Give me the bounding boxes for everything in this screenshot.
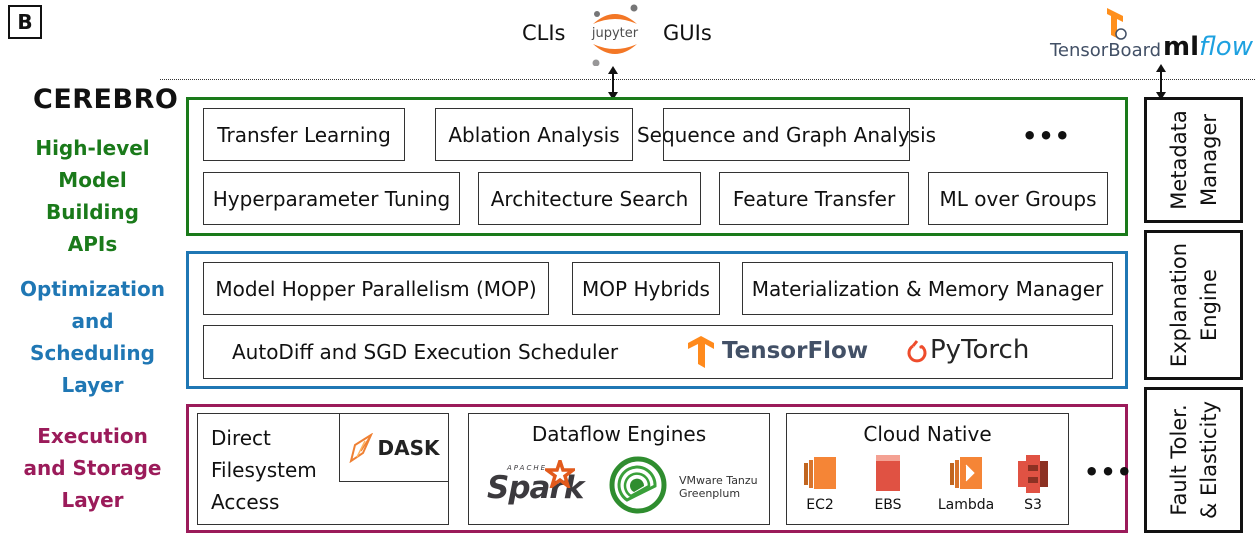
lambda-icon [950,457,982,489]
label-line: and Storage [23,456,162,480]
label-line: Access [211,490,280,514]
label-line: APIs [67,232,118,256]
optimization-layer [186,251,1128,389]
jupyter-text: jupyter [591,26,639,41]
direct-fs-label: Direct Filesystem Access [211,422,317,518]
spark-logo: APACHE Spark [485,460,585,512]
fault-tolerance-elasticity[interactable]: Fault Toler. & Elasticity [1144,387,1243,533]
mlflow-ml: ml [1163,32,1200,62]
metadata-manager-label: Metadata Manager [1164,110,1224,209]
api-feature-transfer[interactable]: Feature Transfer [719,172,909,225]
ec2-icon [804,457,836,489]
spark-text: Spark [487,470,584,506]
system-name: CEREBRO [33,84,179,115]
label-line: Model Building [46,168,139,224]
label-line: Greenplum [679,487,741,500]
lambda-label: Lambda [937,497,995,513]
mlflow-arrow [1156,64,1166,100]
jupyter-logo: jupyter [585,2,645,67]
api-transfer-learning[interactable]: Transfer Learning [203,108,405,161]
opt-materialization-memory-manager[interactable]: Materialization & Memory Manager [742,262,1113,315]
jupyter-icon [592,4,638,67]
spark-apache-text: APACHE [507,464,548,472]
dask-icon [348,432,373,463]
explanation-engine-label: Explanation Engine [1164,243,1224,367]
fault-tolerance-label: Fault Toler. & Elasticity [1164,401,1224,519]
label-line: & Elasticity [1196,400,1221,520]
label-line: Fault Toler. [1166,404,1191,516]
execution-layer [186,404,1128,533]
s3-icon [1018,455,1048,493]
dataflow-engines-box[interactable]: Dataflow Engines APACHE Spark VMware Tan… [468,413,770,525]
label-line: Execution [37,424,148,448]
opt-mop-hybrids[interactable]: MOP Hybrids [572,262,720,315]
cloud-title: Cloud Native [863,422,992,446]
high-level-layer [186,97,1128,236]
label-line: and Scheduling [30,309,155,365]
interface-separator [160,79,1255,80]
explanation-engine[interactable]: Explanation Engine [1144,230,1243,380]
label-line: Filesystem [211,458,317,482]
mlflow-flow: flow [1199,32,1253,62]
clis-label: CLIs [522,21,566,45]
api-ml-over-groups[interactable]: ML over Groups [928,172,1108,225]
tensorboard-icon [1107,8,1127,40]
scheduler-label: AutoDiff and SGD Execution Scheduler [232,340,619,364]
jupyter-arrow [608,66,618,100]
label-line: Layer [61,373,124,397]
label-line: Manager [1196,113,1221,207]
tensorboard-logo [1095,4,1135,42]
api-sequence-graph-analysis[interactable]: Sequence and Graph Analysis [637,108,936,161]
label-line: Layer [61,488,124,512]
label-line: Optimization [20,277,165,301]
api-ablation-analysis[interactable]: Ablation Analysis [435,108,633,161]
pytorch-icon [907,340,927,363]
label-line: Explanation [1166,242,1191,368]
ebs-label: EBS [874,497,902,513]
cloud-native-box[interactable]: Cloud Native [786,413,1069,525]
api-more-indicator: ••• [1022,122,1072,150]
dask-label: DASK [377,435,440,460]
opt-execution-scheduler[interactable]: AutoDiff and SGD Execution Scheduler [203,325,1113,379]
spark-star-icon [545,460,575,488]
optimization-layer-label: Optimization and Scheduling Layer [10,273,175,401]
api-hyperparameter-tuning[interactable]: Hyperparameter Tuning [203,172,460,225]
high-level-layer-label: High-level Model Building APIs [10,132,175,260]
panel-label: B [8,5,42,39]
label-line: Engine [1196,269,1221,341]
execution-more-indicator: ••• [1084,458,1134,486]
label-line: Direct [211,426,271,450]
mlflow-logo: mlflow [1163,32,1253,62]
execution-layer-label: Execution and Storage Layer [10,420,175,516]
greenplum-label: VMware Tanzu Greenplum [679,474,758,500]
tensorflow-label: TensorFlow [722,338,869,364]
label-line: VMware Tanzu [679,474,758,487]
dask-box[interactable]: DASK [339,413,449,482]
api-architecture-search[interactable]: Architecture Search [478,172,701,225]
label-line: Metadata [1166,110,1191,210]
tensorflow-icon [688,336,714,368]
ec2-label: EC2 [806,497,834,513]
tensorboard-text: TensorBoard [1050,40,1162,61]
pytorch-label: PyTorch [930,335,1030,365]
dataflow-title: Dataflow Engines [531,422,707,446]
metadata-manager[interactable]: Metadata Manager [1144,97,1243,223]
greenplum-icon [609,456,667,514]
opt-model-hopper-parallelism[interactable]: Model Hopper Parallelism (MOP) [203,262,549,315]
label-line: High-level [35,136,150,160]
ebs-icon [876,455,900,491]
s3-label: S3 [1024,497,1042,513]
guis-label: GUIs [663,21,712,45]
